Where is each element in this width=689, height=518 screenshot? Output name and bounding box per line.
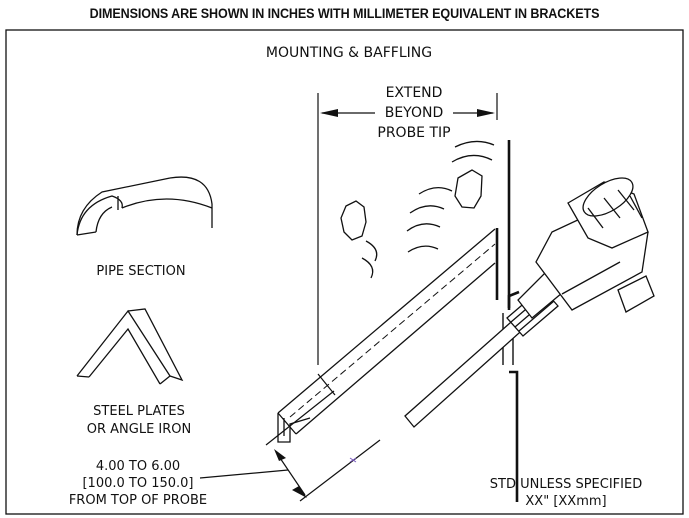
dimension-label-line2: [100.0 TO 150.0] xyxy=(82,476,193,491)
marker-icon xyxy=(349,457,357,463)
steel-label-line1: STEEL PLATES xyxy=(93,404,185,419)
pipe-section-label: PIPE SECTION xyxy=(96,264,185,279)
probe-tip-baffle xyxy=(277,413,311,443)
extend-label-line2: BEYOND xyxy=(385,105,444,121)
sensor-housing xyxy=(404,177,655,428)
tank-wall xyxy=(495,140,520,502)
offset-dimension xyxy=(199,390,381,502)
diagram-title: MOUNTING & BAFFLING xyxy=(266,45,432,61)
dimensions-note: DIMENSIONS ARE SHOWN IN INCHES WITH MILL… xyxy=(89,6,600,21)
pipe-section-icon xyxy=(76,176,213,236)
drawing-border xyxy=(5,29,684,515)
std-label-line1: STD UNLESS SPECIFIED xyxy=(490,477,642,492)
probe xyxy=(277,228,496,435)
dimension-label-line3: FROM TOP OF PROBE xyxy=(69,493,207,508)
extend-label-line3: PROBE TIP xyxy=(377,125,450,141)
angle-iron-icon xyxy=(76,308,184,385)
std-label-line2: XX" [XXmm] xyxy=(525,494,606,509)
extend-label-line1: EXTEND xyxy=(386,85,443,101)
material-particles xyxy=(340,140,495,279)
dimension-label-line1: 4.00 TO 6.00 xyxy=(96,459,180,474)
extend-dimension xyxy=(317,93,498,365)
steel-label-line2: OR ANGLE IRON xyxy=(87,422,192,437)
